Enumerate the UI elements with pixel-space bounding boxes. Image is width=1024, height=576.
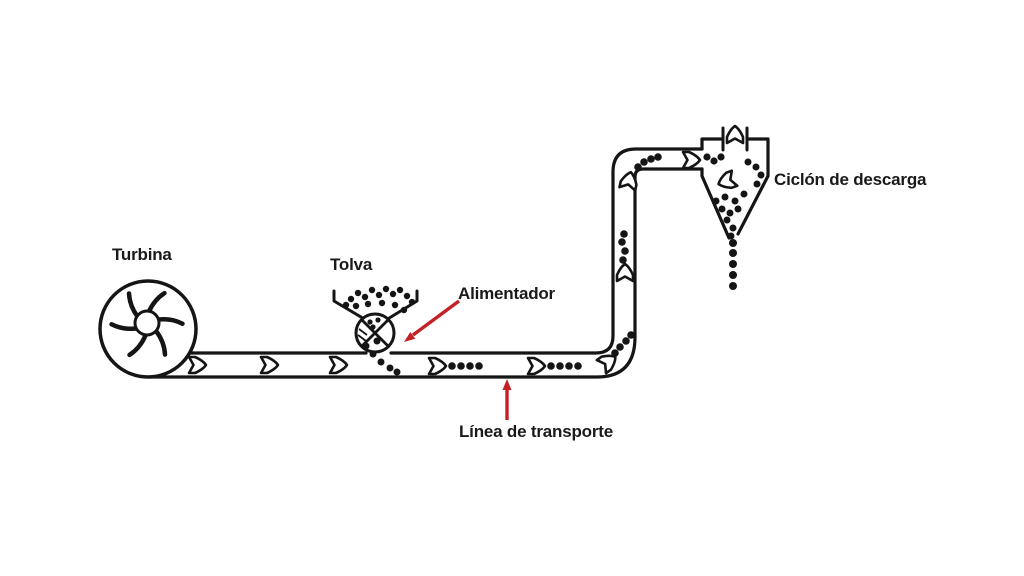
flow-arrow-icon (328, 355, 349, 375)
annotation-arrows (404, 299, 512, 420)
flow-arrow-icon (187, 355, 208, 375)
rotary-feeder-icon (354, 312, 396, 354)
cyclone-swirl-arrow-icon (714, 169, 739, 193)
particle-dots (342, 153, 765, 376)
pipe-inner-wall (186, 147, 704, 355)
particles-hopper (342, 285, 416, 314)
particles-upper-elbow (634, 153, 662, 171)
particles-bottom-pipe (448, 362, 582, 370)
particles-feeder-drop (362, 337, 401, 376)
flow-arrow-icon (615, 262, 635, 283)
particles-cyclone-discharge (729, 239, 737, 290)
particles-riser (618, 230, 629, 264)
cyclone-icon (700, 126, 770, 240)
turbine-icon (98, 279, 198, 379)
flow-arrow-icon (526, 356, 547, 376)
cyclone-label: Ciclón de descarga (774, 170, 927, 189)
turbine-hub (133, 309, 161, 337)
feeder-label: Alimentador (458, 284, 555, 303)
hopper-label: Tolva (330, 255, 373, 274)
particles-cyclone-body (712, 158, 765, 240)
cyclone-exhaust-stack (721, 126, 749, 152)
turbine-label: Turbina (112, 245, 172, 264)
feeder-particles (367, 317, 381, 330)
flow-arrow-icon (259, 355, 280, 375)
hopper-icon (332, 289, 419, 322)
transport-line-label: Línea de transporte (459, 422, 613, 441)
flow-arrows (187, 124, 745, 376)
particles-lower-elbow (611, 331, 635, 357)
flow-arrow-icon (427, 356, 448, 376)
feeder-pointer-arrow (404, 299, 461, 342)
exhaust-arrow-icon (725, 124, 745, 145)
flow-arrow-icon (681, 150, 702, 170)
transport-line-pointer-arrow (502, 379, 512, 420)
particles-cyclone-inlet (703, 153, 725, 165)
